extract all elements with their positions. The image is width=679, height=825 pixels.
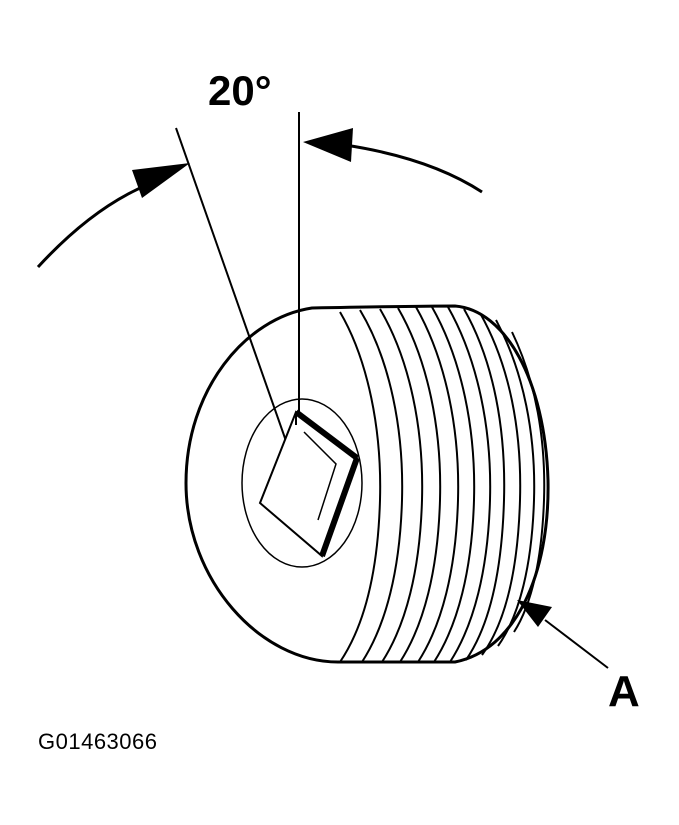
plug-face-recess — [241, 398, 363, 568]
figure-id: G01463066 — [38, 729, 158, 754]
square-drive-socket — [258, 409, 360, 558]
callout-leader-a — [517, 600, 609, 669]
callout-label-a: A — [608, 667, 640, 716]
plug-outline — [184, 304, 550, 664]
thread-grooves — [339, 306, 546, 663]
left-rotation-arrow — [36, 163, 190, 269]
angled-reference-line — [175, 127, 300, 479]
threaded-plug — [184, 304, 550, 664]
right-rotation-arrow — [303, 128, 483, 194]
angle-label: 20° — [208, 67, 272, 114]
